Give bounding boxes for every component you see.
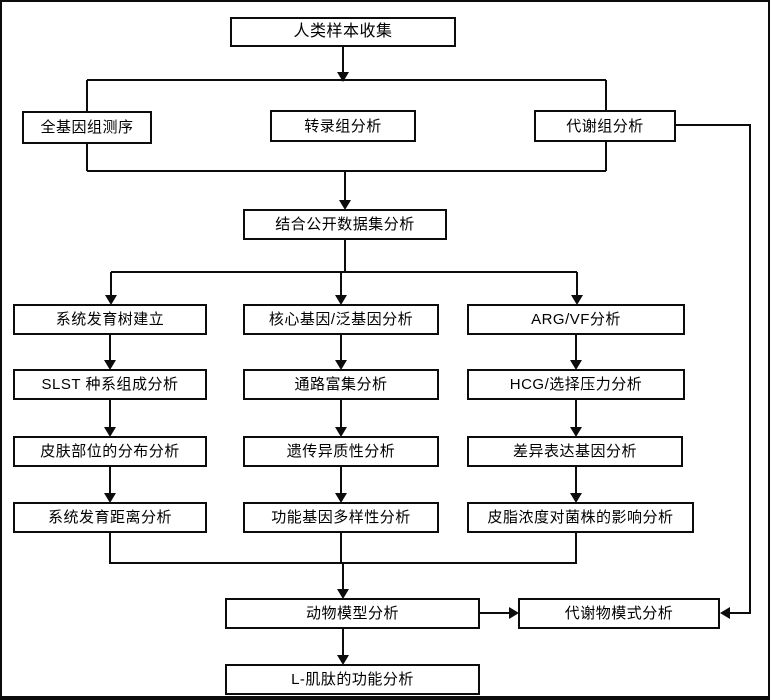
node-phylogenetic-tree: 系统发育树建立 bbox=[13, 304, 207, 335]
node-metabolome-analysis: 代谢组分析 bbox=[534, 110, 676, 142]
node-differential-expression: 差异表达基因分析 bbox=[467, 436, 683, 467]
node-hcg-selection-pressure: HCG/选择压力分析 bbox=[467, 369, 685, 400]
node-core-pan-genome: 核心基因/泛基因分析 bbox=[243, 304, 439, 335]
node-slst-composition: SLST 种系组成分析 bbox=[13, 369, 207, 400]
node-human-sample-collection: 人类样本收集 bbox=[230, 17, 456, 47]
node-skin-site-distribution: 皮肤部位的分布分析 bbox=[13, 436, 207, 467]
node-metabolite-pattern-analysis: 代谢物模式分析 bbox=[518, 598, 720, 629]
node-transcriptome-analysis: 转录组分析 bbox=[270, 110, 416, 142]
node-l-carnosine-function: L-肌肽的功能分析 bbox=[225, 664, 480, 695]
node-phylogenetic-distance: 系统发育距离分析 bbox=[13, 502, 207, 533]
node-sebum-concentration-effect: 皮脂浓度对菌株的影响分析 bbox=[467, 502, 694, 533]
node-animal-model-analysis: 动物模型分析 bbox=[225, 598, 480, 629]
node-public-dataset-analysis: 结合公开数据集分析 bbox=[243, 209, 447, 240]
node-arg-vf-analysis: ARG/VF分析 bbox=[467, 304, 685, 335]
node-pathway-enrichment: 通路富集分析 bbox=[243, 369, 439, 400]
node-genetic-heterogeneity: 遗传异质性分析 bbox=[243, 436, 439, 467]
node-whole-genome-sequencing: 全基因组测序 bbox=[22, 111, 152, 144]
node-functional-gene-diversity: 功能基因多样性分析 bbox=[243, 502, 439, 533]
